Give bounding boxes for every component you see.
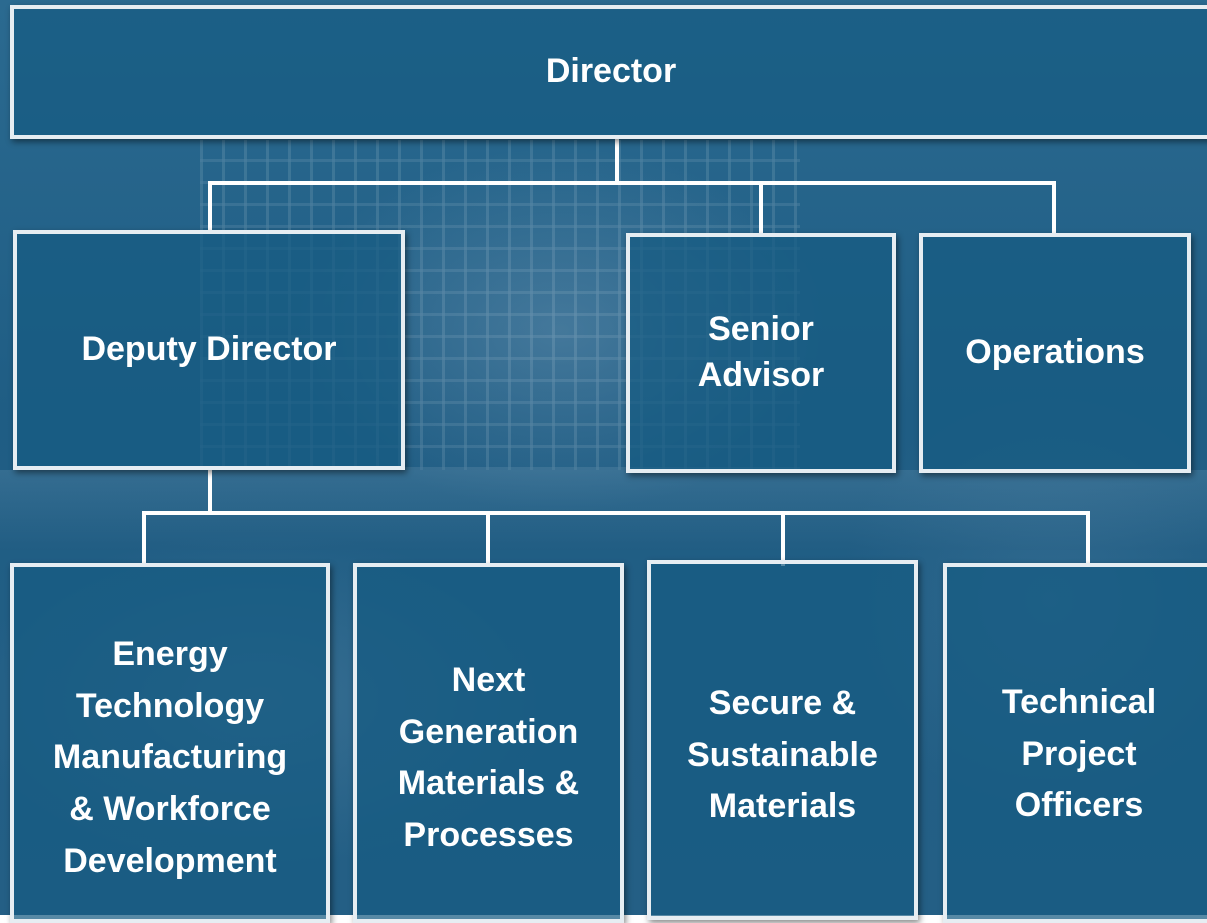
background-machine	[0, 470, 1207, 550]
connector-deputy-down	[208, 467, 212, 514]
division-1-line-1: Energy	[112, 635, 228, 673]
division-4-line-1: Technical	[1001, 683, 1157, 721]
division-box-energy-technology: Energy Technology Manufacturing & Workfo…	[10, 563, 330, 923]
connector-to-division-4	[1086, 511, 1090, 566]
connector-to-division-3	[781, 511, 785, 566]
division-1-line-3: Manufacturing	[52, 738, 288, 777]
deputy-director-label: Deputy Director	[81, 330, 337, 369]
division-4-line-2: Project	[1021, 734, 1137, 773]
division-4-line-3: Officers	[1014, 786, 1144, 825]
division-2-line-2: Generation	[398, 712, 579, 751]
division-3-line-3: Materials	[708, 787, 857, 826]
director-box: Director	[10, 5, 1207, 139]
division-1-line-2: Technology	[75, 686, 265, 725]
connector-top-horizontal	[208, 181, 1056, 185]
division-box-technical-project-officers: Technical Project Officers	[943, 563, 1207, 923]
connector-to-division-1	[142, 511, 146, 566]
deputy-director-box: Deputy Director	[13, 230, 405, 470]
director-label: Director	[545, 52, 677, 91]
connector-to-deputy	[208, 181, 212, 233]
connector-to-division-2	[486, 511, 490, 566]
division-box-next-generation: Next Generation Materials & Processes	[353, 563, 624, 923]
division-3-line-2: Sustainable	[687, 735, 878, 774]
connector-to-operations	[1052, 181, 1056, 236]
division-2-line-3: Materials &	[397, 764, 580, 803]
division-2-line-4: Processes	[403, 816, 574, 855]
senior-advisor-label-line-2: Advisor	[697, 356, 825, 394]
division-3-line-1: Secure &	[708, 684, 857, 722]
connector-to-senior-advisor	[759, 181, 763, 236]
connector-bottom-horizontal	[142, 511, 1090, 515]
division-2-line-1: Next	[451, 661, 526, 699]
division-1-line-5: Development	[63, 841, 277, 880]
division-1-line-4: & Workforce	[69, 790, 271, 829]
senior-advisor-label-line-1: Senior	[708, 310, 814, 349]
operations-label: Operations	[965, 333, 1145, 372]
operations-box: Operations	[919, 233, 1191, 473]
senior-advisor-box: Senior Advisor	[626, 233, 896, 473]
connector-director-down	[615, 138, 619, 184]
division-box-secure-sustainable: Secure & Sustainable Materials	[647, 560, 918, 920]
